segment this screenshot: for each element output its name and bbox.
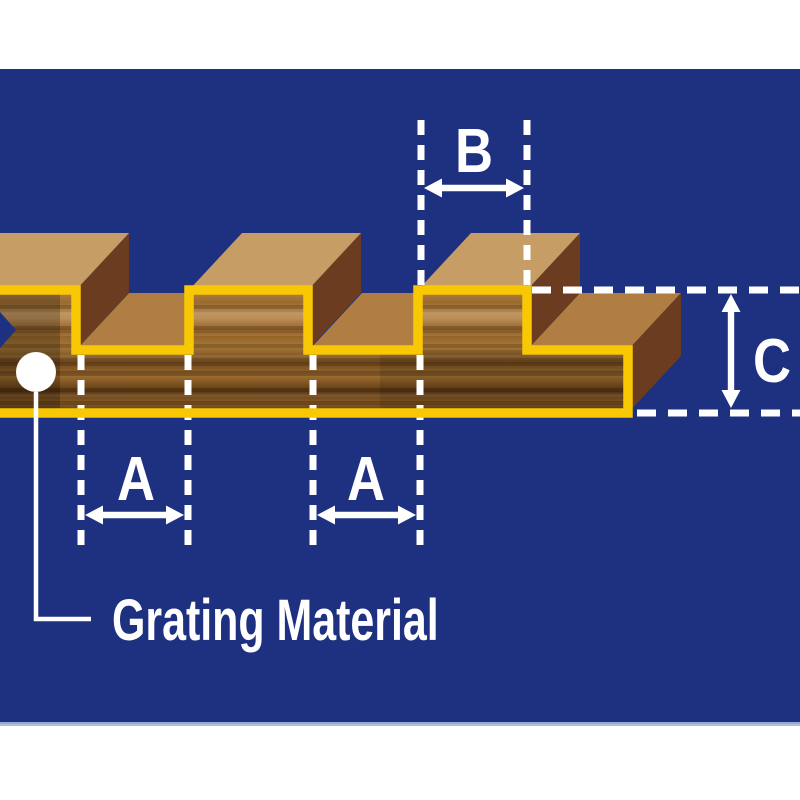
dim-label-c: C: [753, 327, 791, 396]
dim-label-b: B: [455, 117, 493, 186]
arrow-a1: [85, 505, 184, 525]
base-right-top-face: [527, 293, 681, 350]
leader-line: [33, 392, 91, 622]
panel-bottom-edge: [0, 722, 800, 726]
tooth1-top-face: [0, 233, 129, 290]
grating-material-label: Grating Material: [112, 588, 439, 653]
left-break-notch: [0, 312, 16, 348]
arrow-b: [424, 178, 524, 198]
dim-label-a1: A: [117, 445, 155, 514]
dimension-arrows: [85, 178, 741, 525]
arrow-c: [721, 294, 741, 408]
dimension-labels: B A A C: [117, 117, 791, 514]
base-top-surfaces: [76, 293, 681, 350]
top-margin-band: [0, 0, 800, 69]
tooth1-side-face: [76, 233, 129, 350]
dim-label-a2: A: [347, 445, 385, 514]
dashed-guide-lines: [77, 120, 800, 552]
arrow-a2: [317, 505, 416, 525]
bottom-margin-band: [0, 726, 800, 800]
tooth3-top-face: [418, 233, 580, 290]
tooth-top-faces: [0, 233, 580, 290]
tooth2-side-face: [308, 233, 361, 350]
side-faces: [76, 233, 681, 413]
leader-dot: [16, 352, 56, 392]
tooth3-side-face: [527, 233, 580, 350]
base-right-side-face: [628, 293, 681, 413]
profile-outline: [0, 285, 633, 418]
tooth2-top-face: [189, 233, 361, 290]
